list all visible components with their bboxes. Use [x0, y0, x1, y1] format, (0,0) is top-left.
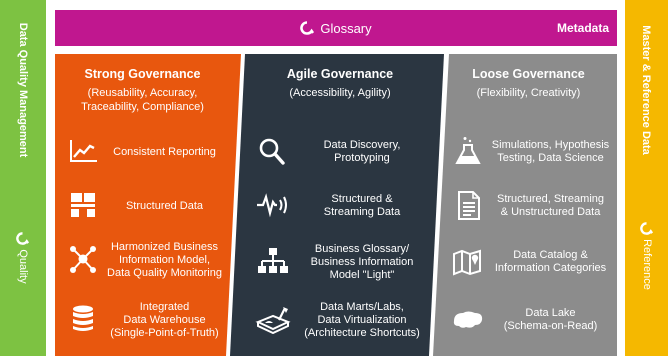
lake-icon [450, 304, 486, 334]
reference-footer: Reference [637, 202, 657, 310]
map-icon [450, 246, 486, 276]
sandbox-icon [255, 304, 291, 334]
column-strong-governance: Strong Governance (Reusability, Accuracy… [55, 54, 230, 356]
list-item: Data Marts/Labs, Data Virtualization (Ar… [245, 298, 435, 342]
document-icon [450, 190, 486, 220]
item-label: Structured Data [125, 199, 204, 212]
item-label: Simulations, Hypothesis Testing, Data Sc… [491, 139, 610, 164]
item-label: Data Marts/Labs, Data Virtualization (Ar… [304, 300, 420, 339]
item-label: Harmonized Business Information Model, D… [107, 240, 222, 279]
item-label: Data Discovery, Prototyping [323, 139, 401, 164]
flask-icon [450, 136, 486, 166]
list-item: Structured, Streaming & Unstructured Dat… [440, 184, 617, 228]
item-label: Integrated Data Warehouse (Single-Point-… [110, 300, 219, 339]
column-title: Loose Governance [472, 67, 585, 81]
data-quality-bar: Data Quality Management Quality [0, 0, 46, 356]
list-item: Structured & Streaming Data [245, 184, 435, 228]
list-item: Consistent Reporting [55, 130, 230, 174]
column-title: Agile Governance [286, 67, 394, 81]
strong-governance-panel [55, 54, 241, 356]
column-loose-governance: Loose Governance (Flexibility, Creativit… [440, 54, 617, 356]
database-icon [65, 304, 101, 334]
column-subtitle: (Reusability, Accuracy, Traceability, Co… [81, 87, 204, 113]
loose-governance-panel [433, 54, 617, 356]
network-hub-icon [65, 244, 101, 274]
glossary-bar: Glossary Metadata [55, 10, 617, 46]
magnifier-icon [255, 136, 291, 166]
list-item: Integrated Data Warehouse (Single-Point-… [55, 298, 230, 342]
master-reference-bar: Master & Reference Data Reference [625, 0, 668, 356]
list-item: Data Catalog & Information Categories [440, 240, 617, 284]
item-label: Structured, Streaming & Unstructured Dat… [497, 193, 604, 218]
item-label: Data Catalog & Information Categories [494, 249, 607, 274]
list-item: Structured Data [55, 184, 230, 228]
list-item: Data Lake (Schema-on-Read) [440, 298, 617, 342]
reference-logo-icon [640, 222, 654, 235]
item-label: Consistent Reporting [113, 145, 216, 158]
column-agile-governance: Agile Governance (Accessibility, Agility… [245, 54, 435, 356]
item-label: Business Glossary/ Business Information … [310, 242, 414, 281]
quality-footer: Quality [13, 207, 33, 309]
glossary-title: Glossary [320, 20, 372, 36]
list-item: Harmonized Business Information Model, D… [55, 238, 230, 282]
waveform-stream-icon [255, 190, 291, 220]
org-chart-icon [255, 246, 291, 276]
metadata-label: Metadata [556, 21, 609, 35]
glossary-logo-icon [300, 21, 315, 35]
glossary-heading: Glossary [55, 10, 617, 46]
list-item: Business Glossary/ Business Information … [245, 240, 435, 284]
list-item: Simulations, Hypothesis Testing, Data Sc… [440, 130, 617, 174]
column-title: Strong Governance [84, 67, 201, 81]
item-label: Structured & Streaming Data [323, 193, 401, 218]
line-chart-icon [65, 136, 101, 166]
quality-logo-icon [16, 232, 30, 246]
column-subtitle: (Accessibility, Agility) [289, 87, 391, 99]
list-item: Data Discovery, Prototyping [245, 130, 435, 174]
structure-blocks-icon [65, 190, 101, 220]
column-subtitle: (Flexibility, Creativity) [476, 87, 581, 99]
item-label: Data Lake (Schema-on-Read) [503, 307, 598, 332]
agile-governance-panel [230, 54, 444, 356]
